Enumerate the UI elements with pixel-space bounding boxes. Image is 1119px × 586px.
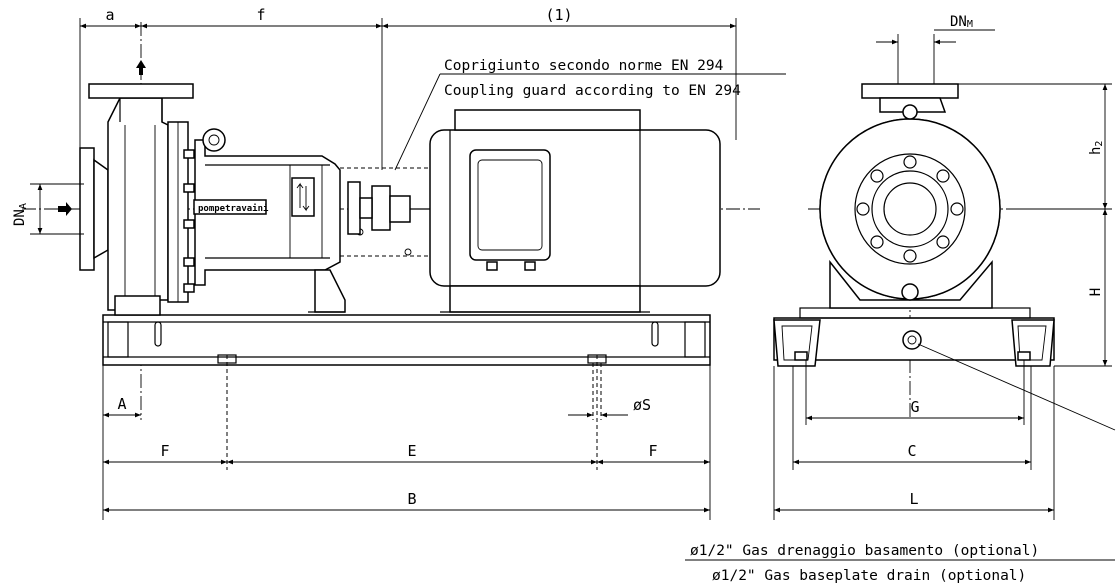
discharge-arrow-icon [136,60,146,75]
rotation-plate [291,177,315,217]
front-view: DNM h2 H G C L ø1/2" Gas drenagg [685,14,1116,584]
dim-label-a: a [105,6,114,24]
dimensions-side: a f (1) DNA A øS F E F [12,6,737,520]
dim-label-h2: h2 [1088,141,1105,155]
brand-logo-text: pompetravaini [198,203,269,214]
dim-label-G: G [910,398,919,416]
dim-label-L: L [909,490,918,508]
motor [429,109,721,313]
drain-note: ø1/2" Gas drenaggio basamento (optional)… [685,343,1116,584]
terminal-box [469,149,551,261]
suction-arrow-icon [58,202,72,216]
drain-plug [902,330,922,350]
dim-label-E: E [407,442,416,460]
baseplate [102,314,711,470]
note-drain-it: ø1/2" Gas drenaggio basamento (optional) [690,543,1039,559]
flange-bolts-front [856,155,964,263]
note-drain-en: ø1/2" Gas baseplate drain (optional) [712,568,1026,584]
dimensions-front: DNM h2 H G C L [773,14,1112,520]
note-guard-en: Coupling guard according to EN 294 [444,83,741,99]
lifting-eye [202,128,226,152]
dim-label-A: A [117,395,126,413]
dim-label-F-right: F [648,442,657,460]
dim-label-S: øS [633,396,651,414]
side-view: pompetravaini [12,6,786,520]
pump-casing [58,60,195,316]
dim-label-f: f [256,6,265,24]
dim-label-B: B [407,490,416,508]
dim-label-motor: (1) [545,6,572,24]
coupling-guard-note: Coprigiunto secondo norme EN 294 Couplin… [394,58,786,171]
logo-plate [193,199,267,215]
note-guard-it: Coprigiunto secondo norme EN 294 [444,58,724,74]
bearing-bracket: pompetravaini [193,128,346,313]
dim-label-F-left: F [160,442,169,460]
dim-label-dn-m: DNM [950,14,973,30]
dim-label-dn-a: DNA [12,203,29,226]
coupling-guard [340,167,432,257]
casing-bolts [183,149,195,293]
dim-label-C: C [907,442,916,460]
pump-casing-front [794,83,1031,361]
dim-label-H: H [1088,288,1104,296]
